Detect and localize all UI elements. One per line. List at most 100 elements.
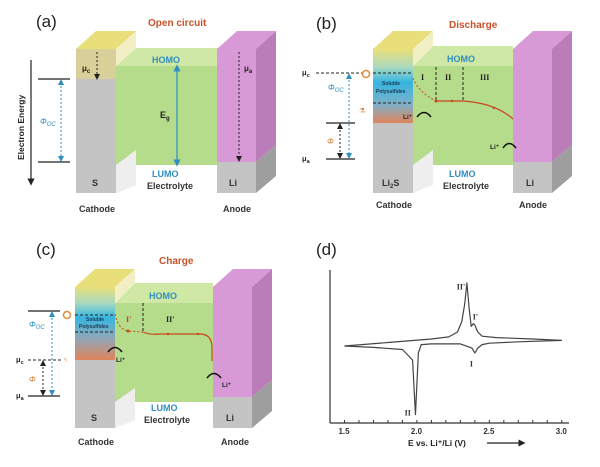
cathode-side-face <box>116 31 136 66</box>
anode-material: Li <box>226 413 234 423</box>
region-II-label: II <box>445 73 451 82</box>
phi-label: Φ <box>327 137 334 146</box>
charge-path-dashed <box>114 313 144 333</box>
homo-label: HOMO <box>447 54 475 64</box>
electrolyte-top-face <box>115 283 213 303</box>
path-node <box>492 106 496 110</box>
anode-li-block <box>513 162 552 193</box>
mu-c-label: μc <box>302 68 310 79</box>
electron-energy-label: Electron Energy <box>16 95 26 160</box>
electrolyte-top-face <box>413 46 513 66</box>
mu-c-label: μc <box>82 64 91 75</box>
electrolyte-block <box>116 66 217 165</box>
anode-block <box>213 287 252 397</box>
panel-a-letter: (a) <box>36 12 57 31</box>
homo-label: HOMO <box>152 55 180 65</box>
li-ion-hop-arrow <box>416 111 432 118</box>
li-ion-hop-arrow <box>206 372 222 379</box>
sulfur-ring-icon <box>62 310 72 320</box>
polysulfide-label-1: Soluble <box>382 81 400 87</box>
li-ion-label: Li⁺ <box>403 114 413 121</box>
cathode-active-region <box>373 49 413 123</box>
path-node <box>166 332 170 336</box>
panel-c-letter: (c) <box>36 240 56 259</box>
anode-top-face <box>213 269 272 287</box>
li-ion-hop-arrow <box>107 346 123 353</box>
sulfur-ring-icon <box>361 69 371 79</box>
cathode-block <box>76 79 116 193</box>
polysulfide-label-1: Soluble <box>86 317 104 323</box>
li-ion-label: Li⁺ <box>490 144 500 151</box>
path-node <box>126 329 130 333</box>
cathode-side-face <box>115 269 135 303</box>
polysulfide-label-2: Polysulfides <box>79 324 109 330</box>
panel-a: (a) Open circuit μc S μa Li HOMO LUMO El… <box>16 12 276 214</box>
path-node <box>196 332 200 336</box>
li-ion-label: Li⁺ <box>222 382 232 389</box>
homo-label: HOMO <box>149 291 177 301</box>
anode-side-gray <box>256 145 276 193</box>
anode-side-face <box>256 31 276 162</box>
path-node <box>450 99 454 103</box>
anode-side-gray <box>252 380 272 428</box>
band-gap-label: Eg <box>160 110 170 122</box>
mu-a-label: μa <box>302 154 311 165</box>
polysulfide-chain-icon: ⚗ <box>359 107 365 115</box>
region-II-prime-label: II' <box>166 315 174 324</box>
anode-block <box>217 49 256 162</box>
cathode-block <box>75 360 115 428</box>
region-I-label: I <box>421 73 424 82</box>
cv-cathodic-curve <box>344 339 562 416</box>
panel-d-letter: (d) <box>316 240 337 259</box>
anode-label: Anode <box>221 437 249 447</box>
electrolyte-bottom-gap <box>115 388 135 428</box>
mu-a-label: μa <box>244 64 253 75</box>
phi-oc-label: ΦOC <box>29 320 45 331</box>
li-ion-hop-arrow <box>502 142 517 149</box>
x-tick-label: 2.5 <box>483 427 495 436</box>
phi-oc-label: ΦOC <box>40 117 56 128</box>
region-III-label: III <box>480 73 489 82</box>
panel-c-title: Charge <box>159 256 194 267</box>
panel-c: (c) Charge Soluble Polysulfides S Li HOM… <box>16 240 272 447</box>
cathode-label: Cathode <box>78 437 114 447</box>
cathode-material: S <box>91 413 97 423</box>
x-axis-label: E vs. Li⁺/Li (V) <box>408 438 466 448</box>
electrolyte-block <box>115 303 213 402</box>
panel-b-title: Discharge <box>449 20 498 31</box>
cathode-label: Cathode <box>376 200 412 210</box>
anode-material: Li <box>526 178 534 188</box>
cathode-material: Li2S <box>382 178 399 190</box>
polysulfide-chain-icon: ﾍ <box>64 358 67 364</box>
peak-label: I <box>470 360 473 369</box>
x-tick-label: 2.0 <box>411 427 423 436</box>
electrolyte-label: Electrolyte <box>147 181 193 191</box>
phi-label: Φ <box>29 375 36 384</box>
phi-oc-label: ΦOC <box>328 83 344 94</box>
cathode-material: S <box>92 178 98 188</box>
discharge-path <box>436 100 514 120</box>
cathode-label: Cathode <box>79 204 115 214</box>
anode-li-block <box>217 162 256 193</box>
anode-side-gray <box>552 145 572 193</box>
anode-material: Li <box>229 178 237 188</box>
electrolyte-top-face <box>116 48 237 66</box>
cathode-side-face <box>413 31 433 66</box>
peak-label: I' <box>473 313 478 322</box>
cathode-block <box>373 123 413 193</box>
anode-side-face <box>552 31 572 162</box>
anode-block <box>513 49 552 162</box>
cathode-active-region <box>75 287 115 360</box>
mu-c-label: μc <box>16 355 24 366</box>
region-I-prime-label: I' <box>126 315 131 324</box>
x-tick-label: 3.0 <box>556 427 568 436</box>
mu-a-label: μa <box>16 391 25 402</box>
anode-li-block <box>213 397 252 428</box>
anode-side-face <box>252 269 272 397</box>
charge-path <box>142 331 213 361</box>
peak-label: II' <box>457 283 465 292</box>
lumo-label: LUMO <box>449 169 476 179</box>
path-node <box>434 99 438 103</box>
